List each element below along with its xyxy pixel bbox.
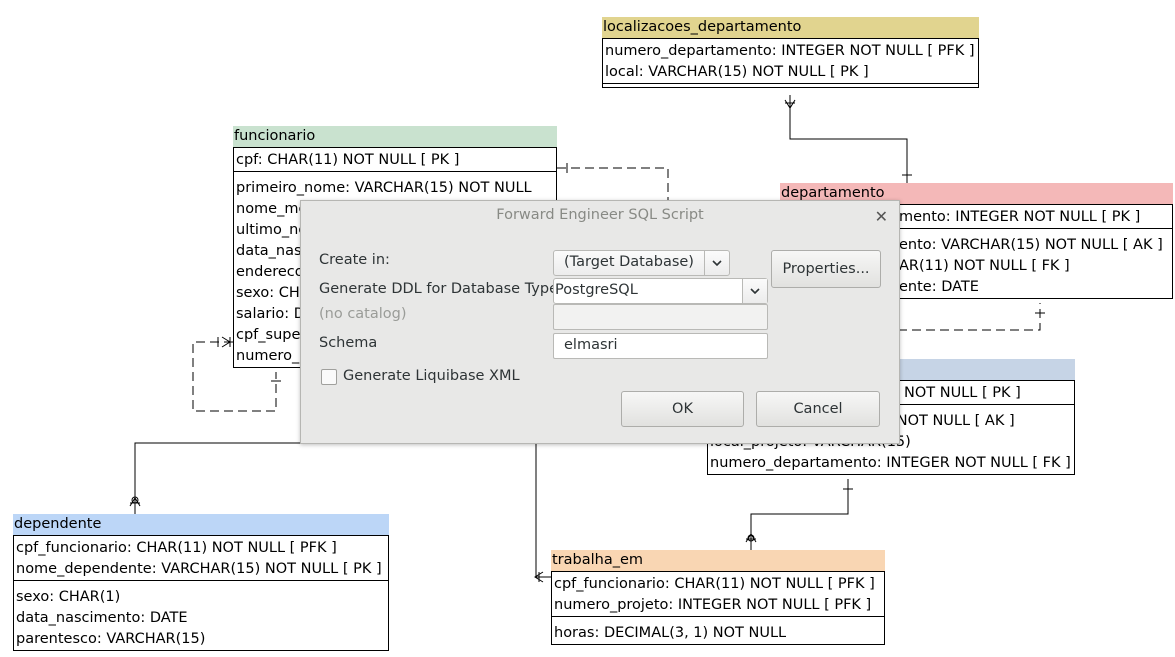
column-row: numero_d <box>236 348 309 364</box>
forward-engineer-dialog: Forward Engineer SQL Script ✕ Create in:… <box>300 200 900 444</box>
entity-header: departamento <box>780 183 1173 204</box>
column-row: horas: DECIMAL(3, 1) NOT NULL <box>554 625 787 641</box>
column-row: data_nas <box>236 243 302 259</box>
entity-localizacoes-departamento[interactable]: localizacoes_departamento numero_departa… <box>602 17 979 88</box>
ddl-type-value: PostgreSQL <box>555 282 638 298</box>
pk-column-row: cpf: CHAR(11) NOT NULL [ PK ] <box>236 152 460 168</box>
entity-header: funcionario <box>233 126 557 147</box>
schema-label: Schema <box>319 335 378 351</box>
column-row: ente: DATE <box>899 279 979 295</box>
create-in-dropdown[interactable]: (Target Database) <box>553 250 730 276</box>
entity-trabalha-em[interactable]: trabalha_em cpf_funcionario: CHAR(11) NO… <box>551 550 885 645</box>
chevron-down-icon[interactable] <box>704 251 729 275</box>
ok-button[interactable]: OK <box>621 391 744 427</box>
entity-dependente[interactable]: dependente cpf_funcionario: CHAR(11) NOT… <box>13 514 389 651</box>
pk-column-row: nome_dependente: VARCHAR(15) NOT NULL [ … <box>16 561 382 577</box>
catalog-label: (no catalog) <box>319 306 407 322</box>
rel-projeto-trabalha-em <box>750 479 849 550</box>
catalog-field <box>553 304 768 330</box>
column-row: AR(11) NOT NULL [ FK ] <box>899 258 1070 274</box>
column-row: endereco <box>236 264 304 280</box>
column-row: cpf_super <box>236 327 307 343</box>
pk-column-row: mento: INTEGER NOT NULL [ PK ] <box>899 209 1141 225</box>
column-row: sexo: CHA <box>236 285 310 301</box>
create-in-label: Create in: <box>319 252 390 268</box>
liquibase-checkbox[interactable] <box>321 369 337 385</box>
schema-field[interactable]: elmasri <box>553 333 768 359</box>
column-row: ultimo_no <box>236 222 308 238</box>
cancel-button[interactable]: Cancel <box>756 391 880 427</box>
rel-funcionario-trabalha-em <box>535 443 551 578</box>
column-row: numero_departamento: INTEGER NOT NULL [ … <box>710 455 1071 471</box>
rel-funcionario-dependente <box>134 442 300 514</box>
dialog-title: Forward Engineer SQL Script <box>496 207 704 223</box>
entity-header: localizacoes_departamento <box>602 17 979 38</box>
chevron-down-icon[interactable] <box>742 279 767 303</box>
column-row: ento: VARCHAR(15) NOT NULL [ AK ] <box>899 237 1163 253</box>
pk-column-row: NOT NULL [ PK ] <box>904 385 1021 401</box>
close-icon[interactable]: ✕ <box>874 207 888 226</box>
column-row: salario: D <box>236 306 305 322</box>
column-row: 15) NOT NULL [ AK ] <box>868 413 1015 429</box>
pk-column-row: cpf_funcionario: CHAR(11) NOT NULL [ PFK… <box>554 576 875 592</box>
rel-funcionario-departamento <box>557 167 669 200</box>
column-row: data_nascimento: DATE <box>16 610 188 626</box>
entity-header: dependente <box>13 514 389 535</box>
liquibase-label[interactable]: Generate Liquibase XML <box>343 368 520 384</box>
entity-header: trabalha_em <box>551 550 885 571</box>
pk-column-row: numero_departamento: INTEGER NOT NULL [ … <box>605 43 975 59</box>
rel-funcionario-self <box>192 341 277 412</box>
column-row: primeiro_nome: VARCHAR(15) NOT NULL <box>236 180 532 196</box>
ddl-type-dropdown[interactable]: PostgreSQL <box>553 278 768 304</box>
rel-localizacoes-departamento <box>789 95 908 183</box>
pk-column-row: numero_projeto: INTEGER NOT NULL [ PFK ] <box>554 597 872 613</box>
column-row: nome_me <box>236 201 308 217</box>
properties-button[interactable]: Properties... <box>771 250 881 288</box>
column-row: parentesco: VARCHAR(15) <box>16 631 206 647</box>
create-in-value: (Target Database) <box>564 254 694 270</box>
pk-column-row: local: VARCHAR(15) NOT NULL [ PK ] <box>605 64 869 80</box>
ddl-type-label: Generate DDL for Database Type: <box>319 281 563 297</box>
column-row: sexo: CHAR(1) <box>16 589 121 605</box>
pk-column-row: cpf_funcionario: CHAR(11) NOT NULL [ PFK… <box>16 540 337 556</box>
